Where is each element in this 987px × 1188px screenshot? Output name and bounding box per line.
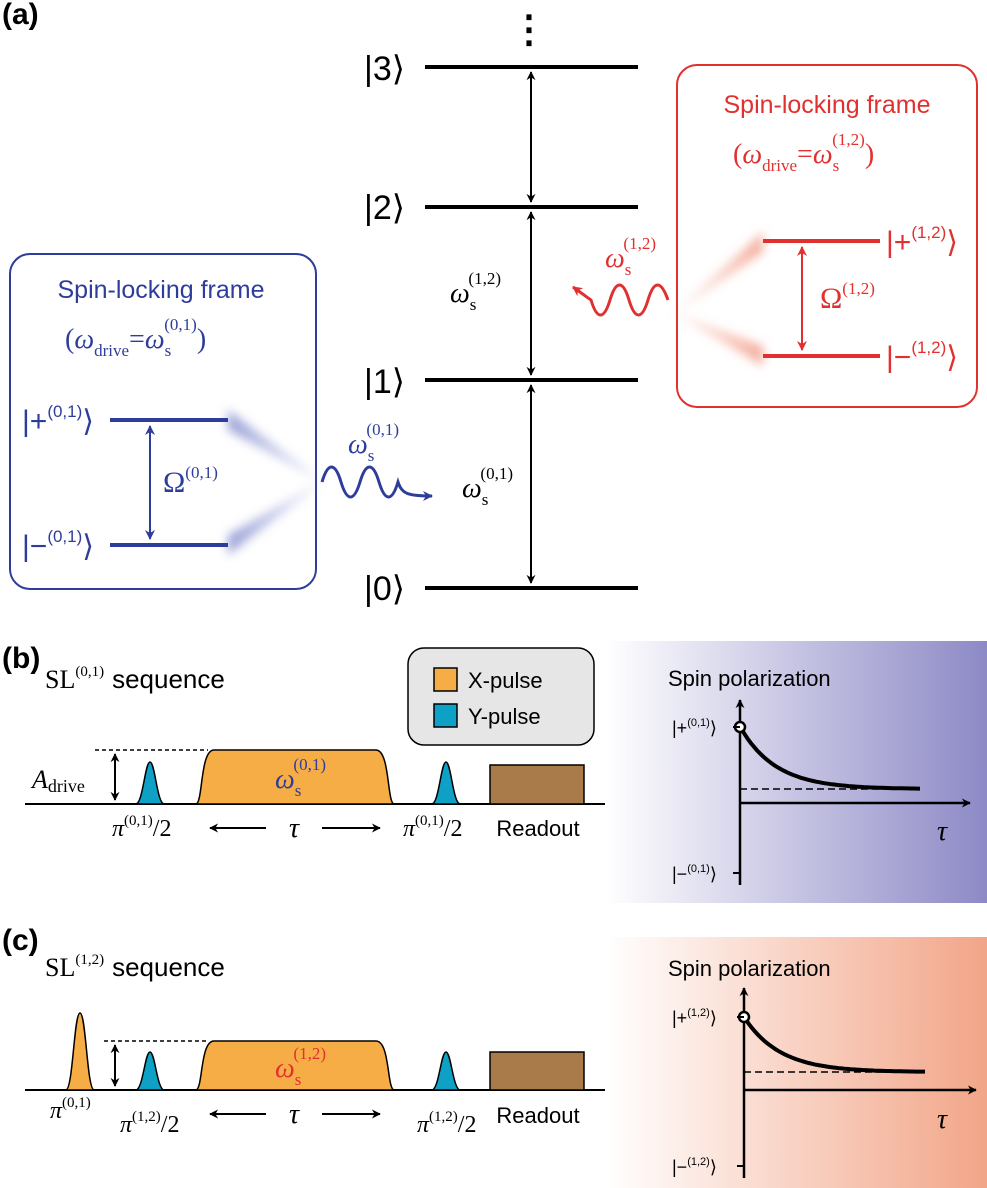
red-photon-label: ωs(1,2) [605, 234, 656, 279]
plot-b-decay-curve [740, 728, 920, 791]
plot-b-title: Spin polarization [668, 666, 831, 691]
blue-omega-rabi: Ω(0,1) [163, 463, 218, 499]
blue-frame-box [9, 253, 317, 590]
pulse-legend: X-pulse Y-pulse [407, 647, 595, 746]
red-beam-top [672, 232, 763, 315]
blue-photon-wave [320, 465, 433, 501]
seq-b-amplitude-label: Adrive [30, 765, 85, 796]
blue-beam-top [228, 410, 325, 483]
polarization-plot-b: Spin polarization |+(0,1)⟩ |−(0,1)⟩ τ [606, 641, 987, 903]
panel-label-a: (a) [2, 0, 39, 31]
red-photon-wave [572, 283, 670, 317]
plot-c-decay-curve [744, 1018, 925, 1074]
seq-b-y-pulse-left [135, 761, 165, 805]
seq-c-readout-label: Readout [496, 1103, 579, 1128]
legend-y-label: Y-pulse [468, 704, 541, 729]
blue-photon-label: ωs(0,1) [348, 420, 399, 465]
level-3-label: |3⟩ [364, 50, 405, 88]
red-frame-box [676, 64, 978, 408]
plot-c-title: Spin polarization [668, 956, 831, 981]
plot-c-minus-label: |−(1,2)⟩ [672, 1156, 717, 1177]
red-frame-condition: (ωdrive=ωs(1,2)) [733, 130, 874, 175]
seq-b-tau: τ [289, 813, 300, 844]
red-spin-locking-frame: Spin-locking frame (ωdrive=ωs(1,2)) Ω(1,… [572, 64, 978, 408]
blue-frame-title: Spin-locking frame [57, 276, 264, 304]
legend-box [407, 647, 595, 746]
seq-c-readout-block [489, 1051, 585, 1091]
plot-c-tau: τ [937, 1104, 948, 1135]
plot-b-tau: τ [937, 816, 948, 847]
seq-b-pi-right: π(0,1)/2 [403, 813, 462, 842]
level-2-label: |2⟩ [364, 189, 405, 227]
blue-spin-locking-frame: Spin-locking frame (ωdrive=ωs(0,1)) Ω(0,… [9, 253, 433, 590]
seq-b-pulse-label: ωs(0,1) [275, 755, 326, 800]
legend-y-swatch [433, 703, 458, 728]
ladder-omega01: ωs(0,1) [462, 464, 513, 509]
blue-beam-bottom [228, 480, 325, 555]
seq-c-title: SL(1,2)sequence [45, 952, 225, 982]
seq-b-pi-left: π(0,1)/2 [112, 813, 171, 842]
energy-ladder: ⋮ |3⟩ |2⟩ |1⟩ |0⟩ ωs(1,2) ωs(0,1) [364, 9, 638, 608]
seq-b-x-pulse [195, 749, 395, 805]
red-omega-rabi: Ω(1,2) [820, 279, 875, 315]
legend-x-swatch [433, 667, 458, 692]
seq-c-pi-right: π(1,2)/2 [417, 1109, 476, 1138]
seq-c-x-pi-pulse [65, 1012, 95, 1091]
plot-c-plus-label: |+(1,2)⟩ [672, 1007, 717, 1028]
panel-label-b: (b) [2, 642, 40, 675]
seq-c-pi0: π(0,1) [50, 1095, 91, 1124]
sequence-b: SL(0,1)sequence X-pulse Y-pulse Adrive ω… [25, 647, 605, 844]
ladder-omega12: ωs(1,2) [450, 269, 501, 314]
seq-b-title: SL(0,1)sequence [45, 664, 225, 694]
plot-b-plus-label: |+(0,1)⟩ [672, 717, 717, 738]
seq-c-pulse-label: ωs(1,2) [275, 1044, 326, 1089]
seq-c-x-pulse [195, 1040, 395, 1091]
blue-plus-state: |+(0,1)⟩ [22, 402, 94, 438]
legend-x-label: X-pulse [468, 668, 543, 693]
seq-c-y-pulse-right [431, 1051, 461, 1091]
red-minus-state: |−(1,2)⟩ [886, 338, 958, 374]
red-frame-title: Spin-locking frame [723, 91, 930, 119]
plot-b-minus-label: |−(0,1)⟩ [672, 863, 717, 884]
seq-c-pi-left: π(1,2)/2 [120, 1109, 179, 1138]
seq-b-readout-block [489, 764, 585, 805]
sequence-c: SL(1,2)sequence ωs(1,2) π(0,1) π(1,2)/2 … [25, 952, 605, 1138]
seq-b-readout-label: Readout [496, 816, 579, 841]
polarization-plot-c: Spin polarization |+(1,2)⟩ |−(1,2)⟩ τ [606, 937, 987, 1188]
level-0-label: |0⟩ [364, 570, 405, 608]
blue-frame-condition: (ωdrive=ωs(0,1)) [65, 315, 206, 360]
plot-c-background [606, 937, 987, 1188]
ellipsis-dots: ⋮ [510, 9, 548, 51]
seq-c-y-pulse-left [135, 1051, 165, 1091]
seq-c-tau: τ [289, 1099, 300, 1130]
level-1-label: |1⟩ [364, 363, 405, 401]
blue-minus-state: |−(0,1)⟩ [22, 527, 94, 563]
panel-label-c: (c) [2, 924, 39, 957]
plot-b-background [606, 641, 987, 903]
red-plus-state: |+(1,2)⟩ [886, 223, 958, 259]
red-beam-bottom [672, 312, 763, 366]
seq-b-y-pulse-right [431, 761, 461, 805]
